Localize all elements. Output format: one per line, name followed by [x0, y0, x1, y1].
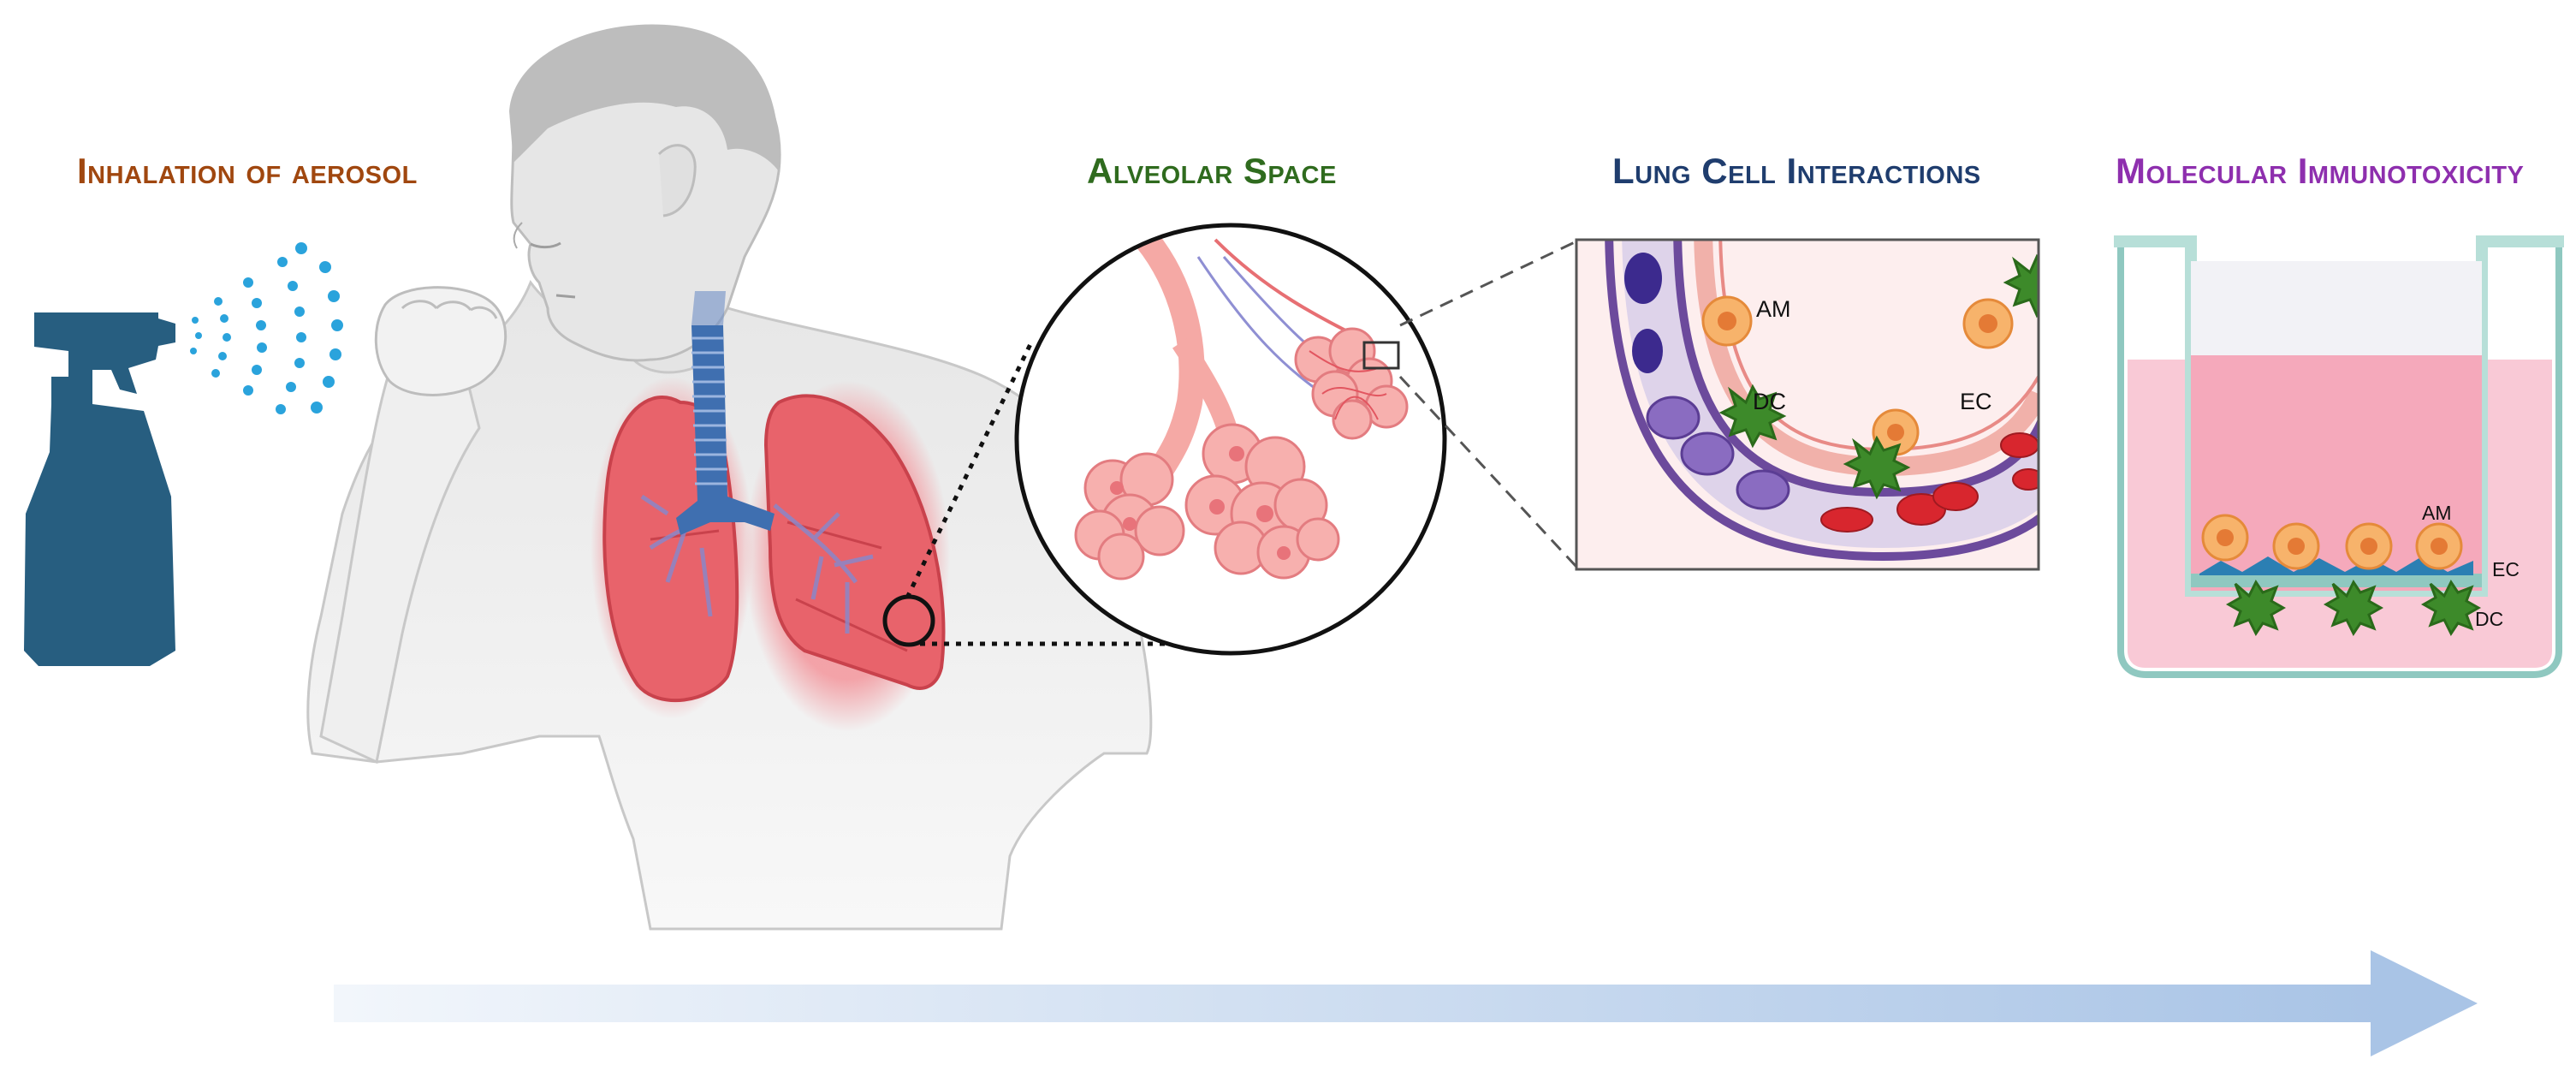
transwell-insert-icon — [2114, 235, 2564, 678]
title-molecular-immunotoxicity: Molecular Immunotoxicity — [2116, 151, 2525, 191]
label-insert-am: AM — [2422, 502, 2452, 524]
spray-mist-icon — [190, 242, 343, 414]
alveolar-magnified-circle — [1014, 223, 1447, 656]
label-panel-am: AM — [1756, 296, 1791, 322]
label-panel-dc: DC — [1753, 389, 1786, 414]
cell-interactions-panel — [1575, 238, 2040, 571]
zoom-dash-top — [1399, 240, 1577, 327]
title-lung-cell-interactions: Lung Cell Interactions — [1612, 151, 1981, 191]
dendritic-cell-icon — [1718, 253, 2039, 500]
label-insert-dc: DC — [2475, 608, 2504, 630]
label-panel-ec: EC — [1960, 389, 1992, 414]
progression-arrow — [334, 950, 2478, 1056]
spray-bottle-icon — [24, 312, 175, 666]
label-insert-ec: EC — [2492, 558, 2520, 580]
trachea-icon — [676, 291, 775, 535]
title-alveolar-space: Alveolar Space — [1087, 151, 1337, 191]
title-inhalation: Inhalation of aerosol — [77, 151, 418, 191]
